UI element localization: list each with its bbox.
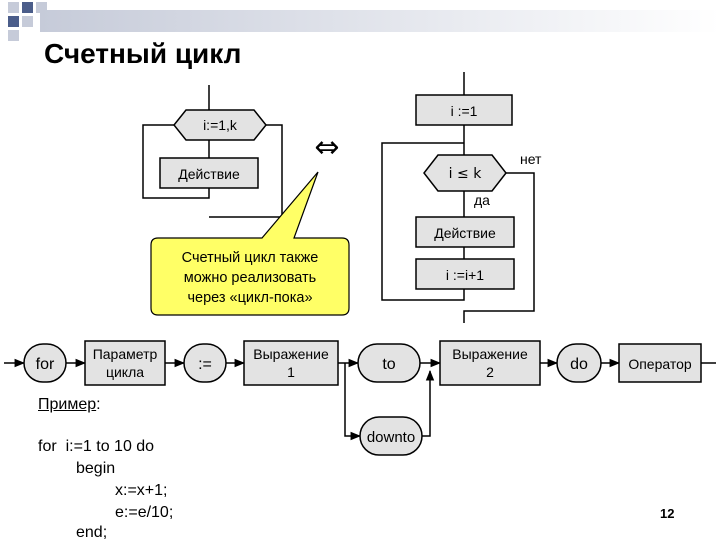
example-line-4: e:=e/10; [115, 504, 174, 521]
no-label: нет [520, 151, 542, 167]
corner-squares-decoration [8, 2, 47, 41]
example-colon: : [96, 396, 101, 413]
condition-hexagon [423, 154, 507, 192]
callout-line-2: можно реализовать [184, 270, 316, 286]
init-box [415, 94, 513, 126]
operator-box [618, 343, 702, 383]
increment-label: i :=i+1 [446, 267, 484, 283]
page-number: 12 [660, 506, 675, 521]
downto-keyword-label: downto [367, 429, 415, 446]
example-heading: Пример: [38, 396, 101, 414]
loop-parameter-line-2: цикла [106, 364, 144, 380]
left-flowchart: i:=1,k Действие [142, 85, 283, 218]
loop-parameter-box [84, 340, 166, 386]
expression-2-line-2: 2 [486, 364, 494, 380]
right-flowchart: i :=1 i ≤ k нет да Действие i :=i+1 [381, 72, 542, 323]
yes-label: да [474, 192, 490, 208]
loop-parameter-line-1: Параметр [93, 346, 158, 362]
expression-2-box [439, 340, 541, 386]
for-keyword-label: for [36, 356, 55, 373]
example-line-5: end; [76, 524, 108, 541]
counter-hexagon-label: i:=1,k [203, 117, 238, 133]
init-label: i :=1 [451, 103, 478, 119]
example-line-3: x:=x+1; [115, 482, 168, 499]
expression-1-line-2: 1 [287, 364, 295, 380]
example-line-1: for i:=1 to 10 do [38, 438, 155, 455]
do-keyword-label: do [570, 356, 588, 373]
right-action-label: Действие [434, 225, 496, 241]
left-action-box [159, 157, 259, 189]
condition-label: i ≤ k [449, 166, 483, 182]
left-action-label: Действие [178, 166, 240, 182]
header-gradient-bar [40, 10, 720, 32]
example-label: Пример [38, 396, 97, 413]
slide-title: Счетный цикл [44, 38, 242, 69]
expression-1-line-1: Выражение [253, 346, 329, 362]
example-line-2: begin [76, 460, 116, 477]
equivalence-symbol: ⇔ [314, 130, 339, 165]
callout-bubble: Счетный цикл также можно реализовать чер… [150, 171, 350, 316]
assign-operator-label: := [198, 356, 212, 373]
syntax-diagram: for Параметр цикла := Выражение 1 to dow… [4, 340, 716, 456]
operator-label: Оператор [628, 356, 692, 372]
callout-line-1: Счетный цикл также [182, 250, 319, 266]
right-action-box [415, 216, 515, 248]
expression-2-line-1: Выражение [452, 346, 528, 362]
callout-line-3: через «цикл-пока» [187, 290, 312, 306]
expression-1-box [243, 340, 339, 386]
increment-box [415, 258, 515, 290]
to-keyword-label: to [382, 356, 395, 373]
